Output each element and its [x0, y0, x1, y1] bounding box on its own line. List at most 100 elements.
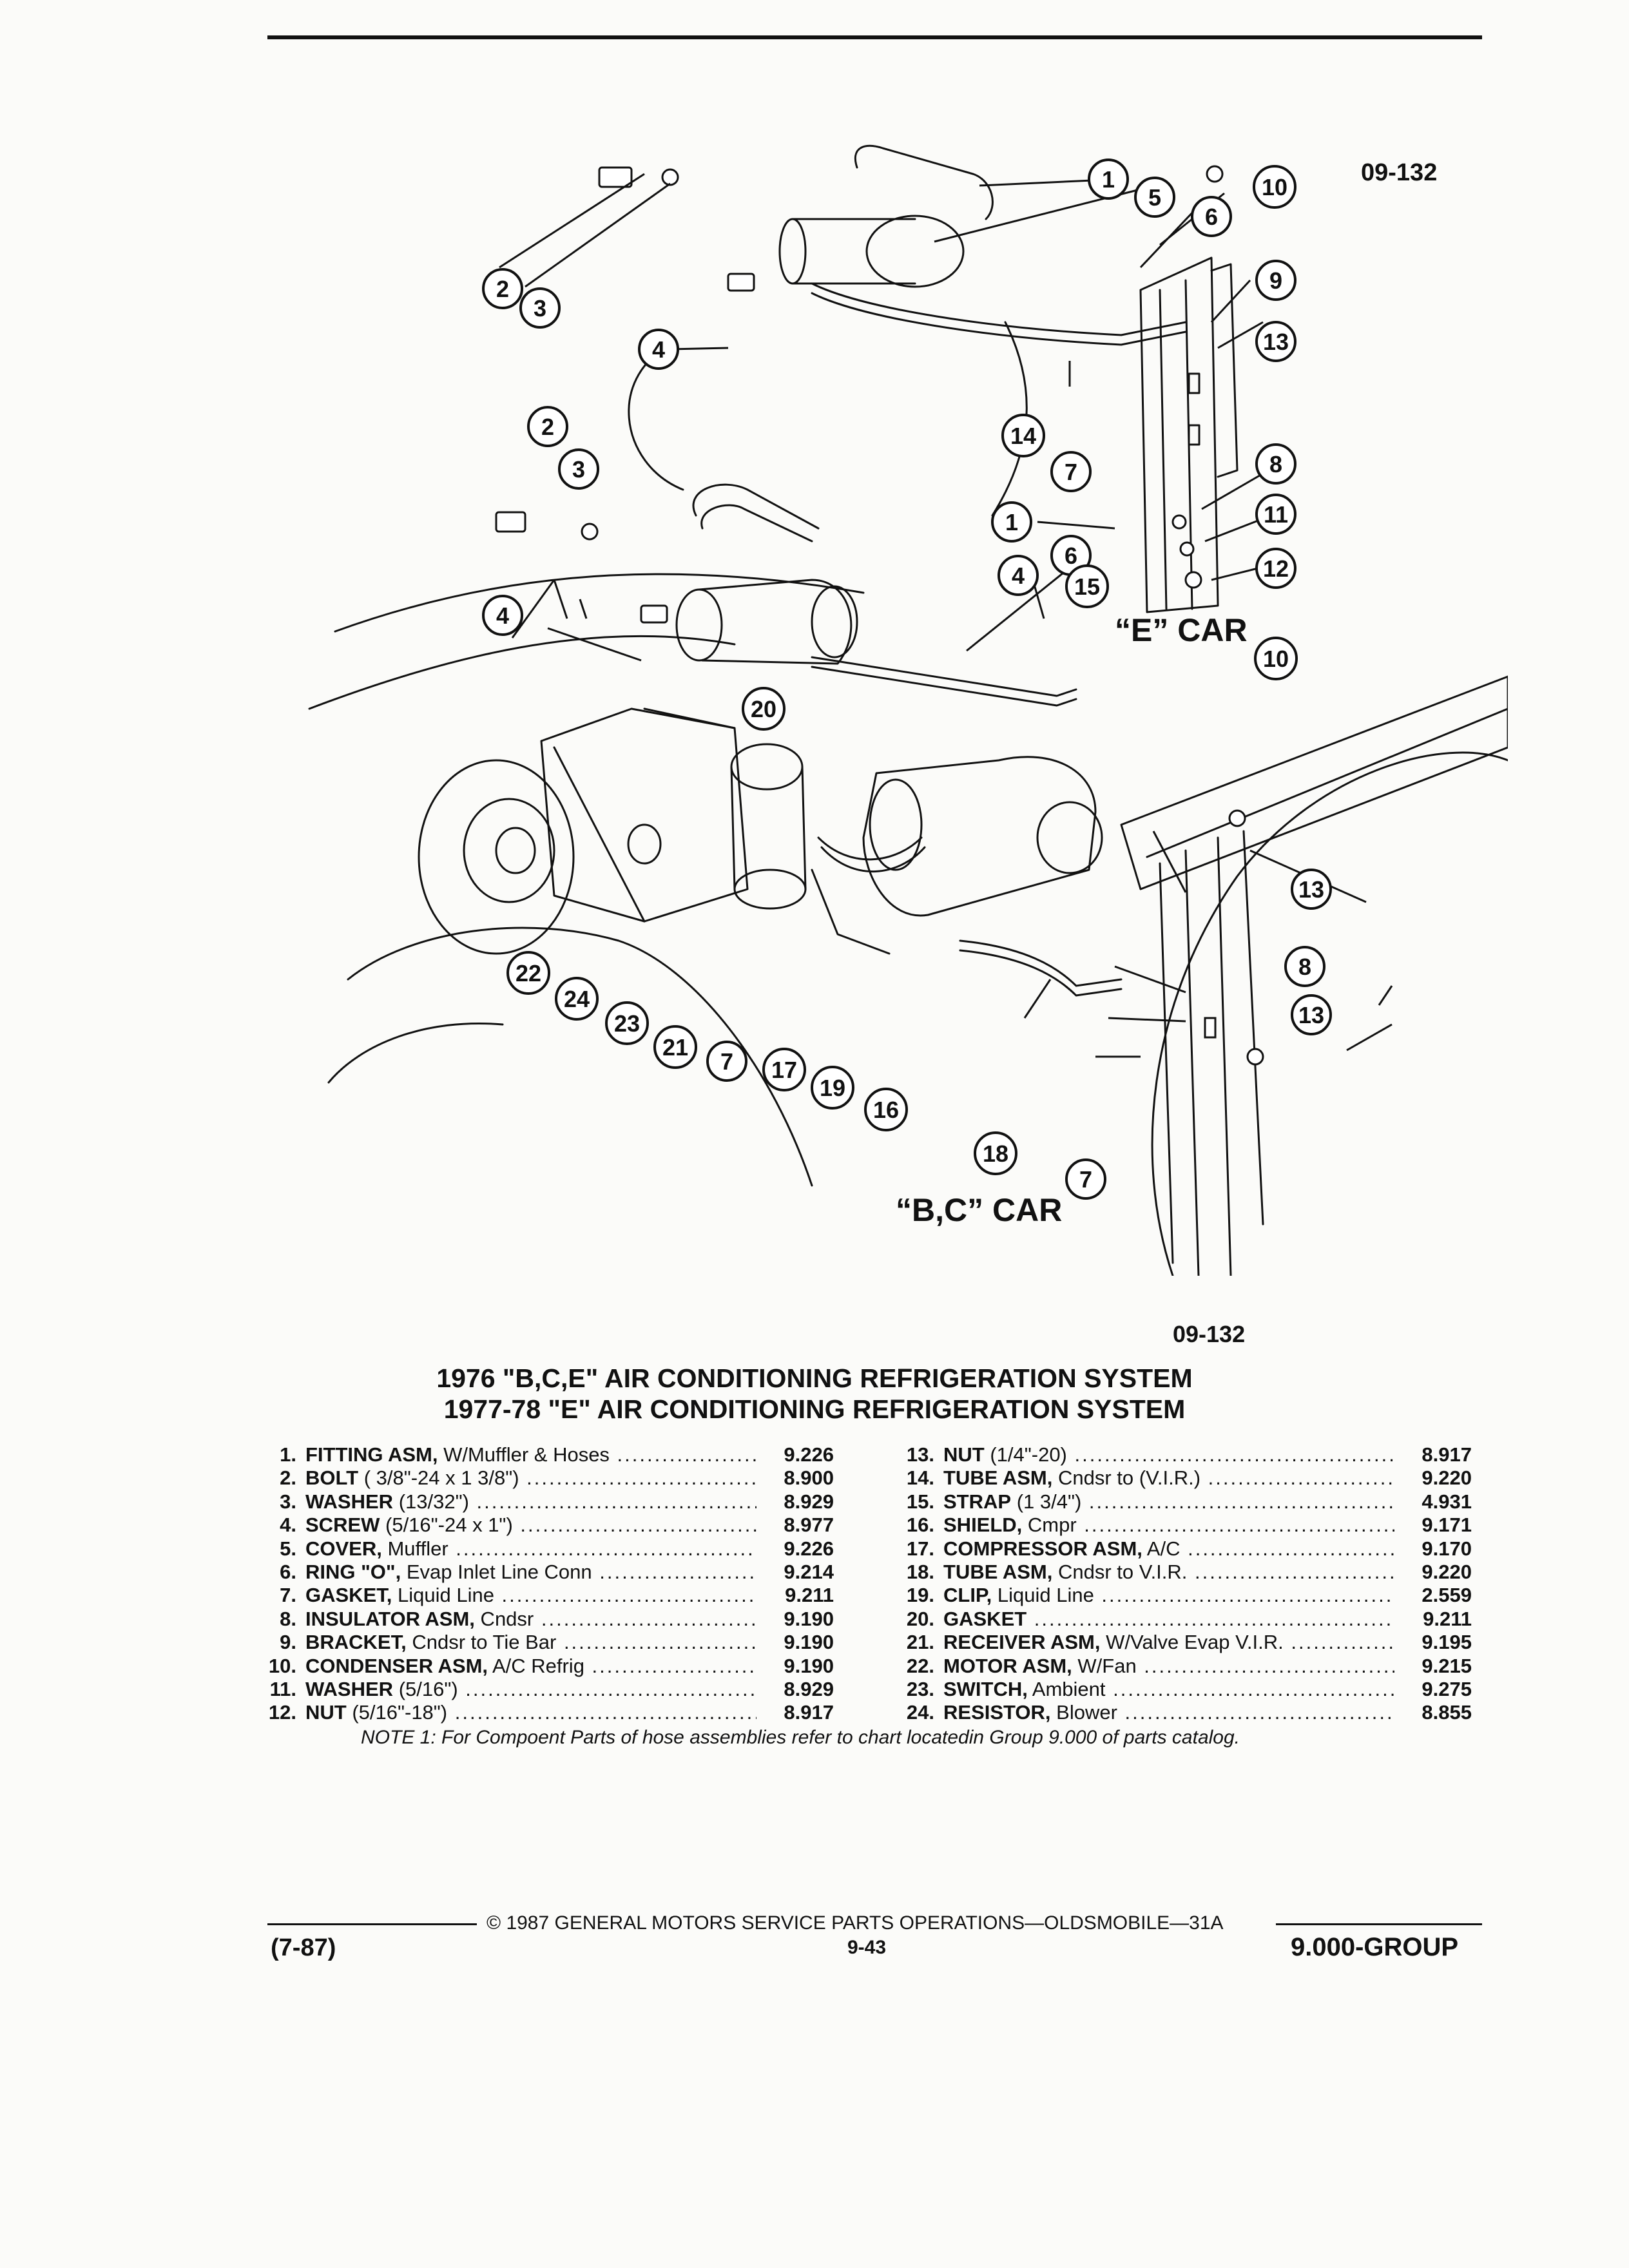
part-description: GASKET, Liquid Line ....................… [305, 1584, 757, 1607]
part-name: COVER, [305, 1537, 382, 1560]
part-name: SHIELD, [943, 1514, 1023, 1537]
part-name: RESISTOR, [943, 1701, 1051, 1724]
callout-21: 21 [653, 1025, 697, 1069]
part-name: NUT [305, 1701, 347, 1724]
copyright: © 1987 GENERAL MOTORS SERVICE PARTS OPER… [487, 1912, 1224, 1934]
part-name: NUT [943, 1443, 985, 1466]
part-number: 24. [906, 1701, 934, 1724]
svg-text:17: 17 [771, 1057, 797, 1083]
part-number: 18. [906, 1561, 934, 1584]
svg-text:8: 8 [1269, 451, 1282, 477]
footer-rule-right [1276, 1923, 1482, 1925]
callout-18: 18 [974, 1131, 1017, 1175]
part-description: FITTING ASM, W/Muffler & Hoses .........… [305, 1443, 757, 1466]
part-number: 13. [906, 1443, 934, 1466]
part-row: 12. NUT (5/16"-18") .....................… [251, 1701, 834, 1724]
top-rule [267, 35, 1482, 39]
part-detail: Liquid Line [392, 1584, 494, 1607]
callout-8b: 8 [1284, 946, 1325, 987]
callout-10a: 10 [1253, 165, 1296, 209]
note: NOTE 1: For Compoent Parts of hose assem… [361, 1727, 1240, 1748]
callout-14: 14 [1001, 414, 1045, 457]
svg-text:11: 11 [1264, 501, 1288, 528]
callout-24: 24 [555, 977, 599, 1021]
part-detail: ( 3/8"-24 x 1 3/8") [358, 1466, 519, 1490]
part-detail: Ambient [1027, 1678, 1106, 1701]
part-number: 15. [906, 1490, 934, 1513]
callout-12: 12 [1255, 548, 1296, 589]
part-row: 2.BOLT ( 3/8"-24 x 1 3/8") .............… [251, 1466, 834, 1490]
group-code: 9.211 [785, 1584, 834, 1607]
part-description: RECEIVER ASM, W/Valve Evap V.I.R. ......… [943, 1631, 1394, 1654]
part-number: 2. [280, 1466, 296, 1490]
title-line-1: 1976 "B,C,E" AIR CONDITIONING REFRIGERAT… [436, 1363, 1193, 1393]
group-code: 2.559 [1422, 1584, 1472, 1607]
callout-11: 11 [1255, 494, 1296, 535]
group-code: 9.190 [784, 1607, 834, 1630]
part-row: 15. STRAP (1 3/4") ......................… [889, 1490, 1472, 1514]
part-description: TUBE ASM, Cndsr to V.I.R. ..............… [943, 1561, 1394, 1584]
part-description: STRAP (1 3/4") .........................… [943, 1490, 1394, 1513]
callout-13c: 13 [1291, 994, 1332, 1035]
part-number: 7. [280, 1584, 296, 1607]
svg-text:24: 24 [564, 986, 590, 1012]
part-description: MOTOR ASM, W/Fan .......................… [943, 1654, 1394, 1677]
svg-text:7: 7 [1065, 459, 1077, 485]
svg-text:21: 21 [662, 1034, 688, 1061]
part-row: 6.RING "O", Evap Inlet Line Conn .......… [251, 1561, 834, 1584]
callout-17: 17 [762, 1048, 806, 1091]
part-row: 13. NUT (1/4"-20) .......................… [889, 1443, 1472, 1466]
part-detail: Evap Inlet Line Conn [401, 1561, 592, 1584]
part-detail: A/C Refrig [488, 1654, 584, 1677]
svg-text:3: 3 [534, 295, 546, 322]
svg-text:10: 10 [1263, 646, 1289, 672]
part-detail: Cndsr to V.I.R. [1052, 1561, 1188, 1584]
group-code: 8.929 [784, 1678, 834, 1701]
group-code: 8.900 [784, 1466, 834, 1490]
group-code: 8.917 [1422, 1443, 1472, 1466]
callout-22: 22 [506, 951, 550, 995]
callout-8a: 8 [1255, 443, 1296, 485]
part-detail: A/C [1142, 1537, 1181, 1560]
part-description: COVER, Muffler .........................… [305, 1537, 757, 1560]
part-detail: Liquid Line [992, 1584, 1094, 1607]
part-row: 16.SHIELD, Cmpr ........................… [889, 1514, 1472, 1537]
part-name: TUBE ASM, [943, 1561, 1053, 1584]
callout-4a: 4 [638, 329, 679, 370]
callout-7c: 7 [1065, 1158, 1106, 1200]
part-row: 19.CLIP, Liquid Line ...................… [889, 1584, 1472, 1607]
svg-text:15: 15 [1074, 573, 1100, 600]
part-description: RESISTOR, Blower .......................… [943, 1701, 1394, 1724]
part-name: RING "O", [305, 1561, 401, 1584]
part-row: 3.WASHER (13/32") ......................… [251, 1490, 834, 1514]
svg-text:8: 8 [1298, 954, 1311, 980]
part-name: STRAP [943, 1490, 1012, 1513]
group-code: 9.220 [1422, 1466, 1472, 1490]
part-description: NUT (5/16"-18") ........................… [305, 1701, 757, 1724]
svg-text:7: 7 [720, 1048, 733, 1075]
part-row: 10.CONDENSER ASM, A/C Refrig ...........… [251, 1655, 834, 1678]
svg-text:20: 20 [751, 696, 776, 722]
part-number: 3. [280, 1490, 296, 1513]
part-number: 12. [268, 1701, 296, 1724]
part-number: 6. [280, 1561, 296, 1584]
group-code: 9.190 [784, 1654, 834, 1677]
group-code: 9.195 [1422, 1631, 1472, 1654]
parts-list-left: 1. FITTING ASM, W/Muffler & Hoses .......… [251, 1443, 834, 1725]
svg-text:12: 12 [1263, 555, 1289, 582]
svg-text:6: 6 [1065, 543, 1077, 569]
part-row: 8.INSULATOR ASM, Cndsr .................… [251, 1608, 834, 1631]
part-description: NUT (1/4"-20) ..........................… [943, 1443, 1394, 1466]
callout-13b: 13 [1291, 869, 1332, 910]
part-number: 1. [280, 1443, 296, 1466]
svg-text:5: 5 [1148, 184, 1161, 211]
part-number: 20. [906, 1607, 934, 1630]
part-description: COMPRESSOR ASM, A/C ....................… [943, 1537, 1394, 1560]
svg-text:6: 6 [1205, 204, 1218, 230]
part-row: 23.SWITCH, Ambient .....................… [889, 1678, 1472, 1701]
part-description: CLIP, Liquid Line ......................… [943, 1584, 1394, 1607]
part-description: SWITCH, Ambient ........................… [943, 1678, 1394, 1701]
svg-text:13: 13 [1263, 329, 1289, 355]
part-number: 8. [280, 1607, 296, 1630]
svg-text:9: 9 [1269, 267, 1282, 294]
